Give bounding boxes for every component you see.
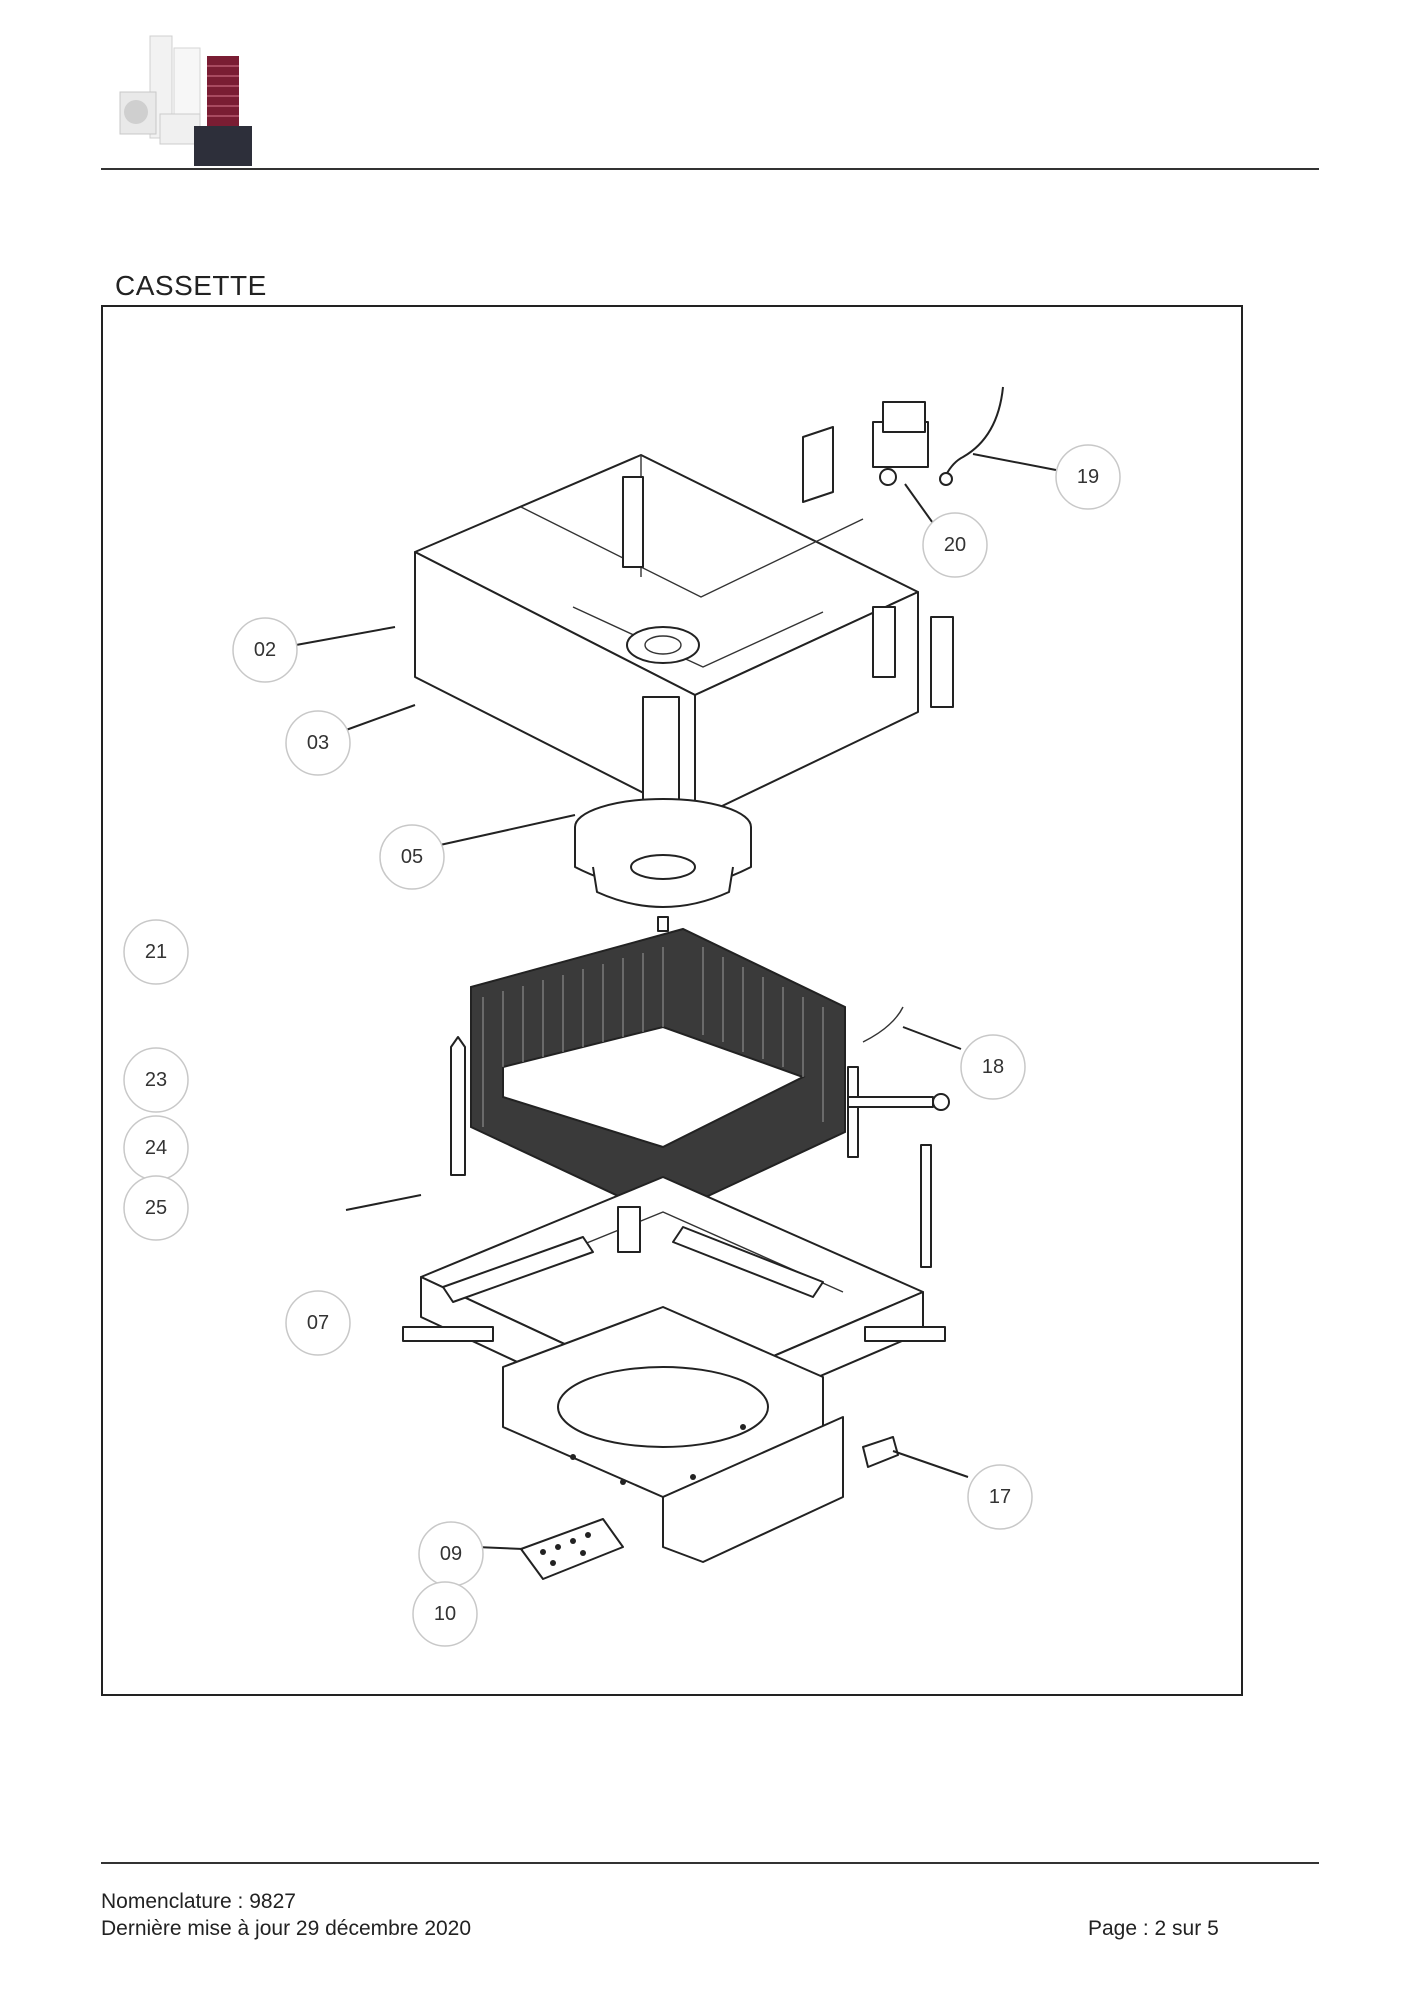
footer-rule — [101, 1862, 1319, 1864]
svg-text:05: 05 — [401, 846, 423, 868]
callout-10: 10 — [412, 1581, 478, 1647]
heat-exchanger-drawing — [450, 927, 950, 1268]
base-pan-drawing — [402, 1176, 946, 1563]
header-rule — [101, 168, 1319, 170]
svg-text:07: 07 — [307, 1312, 329, 1334]
callout-05: 05 — [379, 824, 445, 890]
callout-25: 25 — [123, 1175, 189, 1241]
pcb-drawing — [520, 1518, 624, 1580]
top-casing-drawing — [414, 454, 954, 820]
callout-23: 23 — [123, 1047, 189, 1113]
svg-text:21: 21 — [145, 941, 167, 963]
callout-07: 07 — [285, 1290, 351, 1356]
exploded-view-frame: 19 20 02 03 05 21 23 24 — [101, 305, 1243, 1696]
svg-text:19: 19 — [1077, 466, 1099, 488]
callout-02: 02 — [232, 617, 298, 683]
callout-21: 21 — [123, 919, 189, 985]
svg-text:20: 20 — [944, 534, 966, 556]
footer-last-update: Dernière mise à jour 29 décembre 2020 — [101, 1917, 472, 1940]
callout-17: 17 — [967, 1464, 1033, 1530]
leader-lines — [295, 453, 1057, 1550]
callout-19: 19 — [1055, 444, 1121, 510]
svg-text:17: 17 — [989, 1486, 1011, 1508]
fan-drawing — [574, 696, 752, 932]
section-title: CASSETTE — [115, 270, 267, 301]
callout-18: 18 — [960, 1034, 1026, 1100]
svg-text:10: 10 — [434, 1603, 456, 1625]
callout-09: 09 — [418, 1521, 484, 1587]
svg-text:24: 24 — [145, 1137, 167, 1159]
footer-nomenclature: Nomenclature : 9827 — [101, 1890, 296, 1913]
svg-text:02: 02 — [254, 639, 276, 661]
svg-text:25: 25 — [145, 1197, 167, 1219]
callout-20: 20 — [922, 512, 988, 578]
exploded-view-diagram: 19 20 02 03 05 21 23 24 — [123, 386, 1121, 1647]
callout-24: 24 — [123, 1115, 189, 1181]
svg-text:03: 03 — [307, 732, 329, 754]
footer-page-number: Page : 2 sur 5 — [1088, 1917, 1219, 1940]
control-box-drawing — [802, 386, 1004, 503]
svg-text:09: 09 — [440, 1543, 462, 1565]
brand-logo-icon — [119, 35, 252, 166]
svg-text:23: 23 — [145, 1069, 167, 1091]
callout-03: 03 — [285, 710, 351, 776]
svg-text:18: 18 — [982, 1056, 1004, 1078]
